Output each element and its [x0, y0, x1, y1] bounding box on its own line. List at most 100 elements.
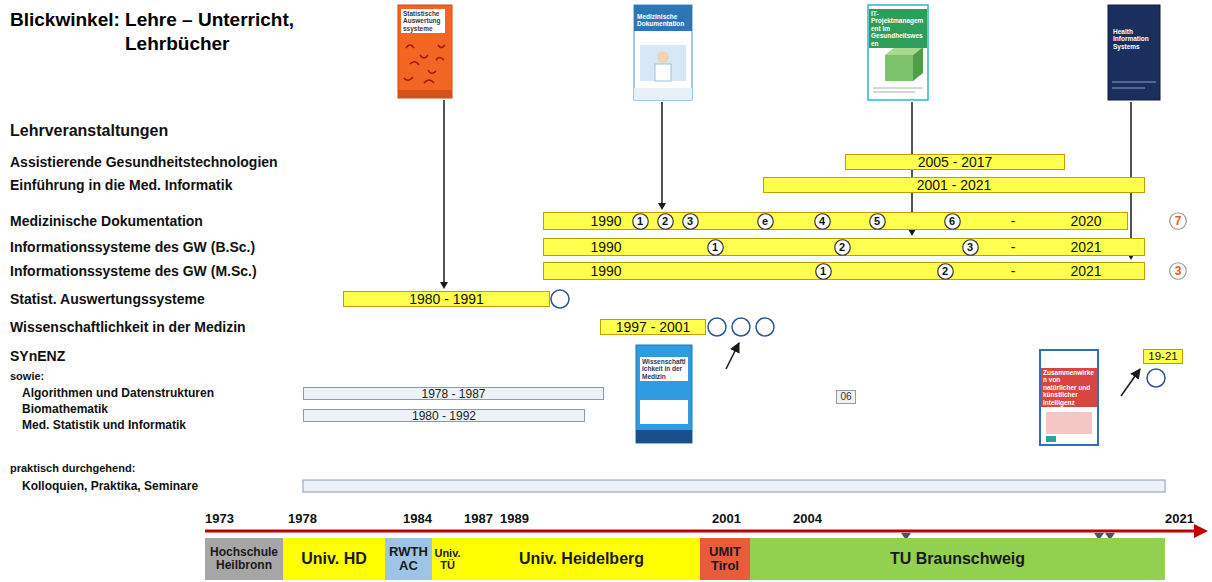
row-label: Informationssysteme des GW (B.Sc.)	[10, 238, 255, 256]
period-box: 19-21	[1143, 349, 1183, 364]
cover-person	[657, 51, 669, 63]
circle-shape	[869, 213, 885, 229]
marker-circle	[1147, 369, 1165, 387]
connector-line	[443, 100, 445, 284]
cover-person	[655, 64, 671, 81]
book-cover	[1108, 5, 1160, 100]
row-label: sowie:	[10, 369, 44, 383]
institution-name: Univ. Heidelberg	[519, 550, 644, 568]
row-label: praktisch durchgehend:	[10, 461, 135, 475]
period-text: -	[1011, 213, 1016, 229]
book-title: Medizinische Dokumentation	[635, 12, 691, 29]
period-bar: 1990-2020123e456	[543, 212, 1128, 230]
edition-circle: 1	[707, 239, 724, 256]
circle-shape	[814, 213, 830, 229]
row-label: Einführung in die Med. Informatik	[10, 176, 232, 194]
cover-panel	[640, 400, 688, 424]
arrow-head	[440, 282, 448, 289]
cover-strip	[636, 430, 692, 443]
book-title: Statistische Auswertungssysteme	[401, 9, 445, 33]
institution-name: UMIT Tirol	[702, 545, 748, 574]
period-text: 2021	[1070, 239, 1101, 255]
edition-number: 3	[687, 216, 693, 227]
edition-number: 7	[1175, 215, 1182, 227]
career-segment: Hochschule Heilbronn	[205, 538, 283, 580]
axis-year: 2004	[793, 511, 822, 527]
circle-shape	[757, 213, 773, 229]
edition-circle: 4	[814, 213, 831, 230]
career-segment: UMIT Tirol	[700, 538, 750, 580]
edition-number: 1	[637, 216, 643, 227]
book-title: Zusammenwirken von natürlicher und künst…	[1041, 368, 1097, 407]
axis-year: 2001	[712, 511, 741, 527]
edition-circle: 5	[869, 213, 886, 230]
cover-image	[1046, 412, 1092, 434]
connector-line	[661, 102, 663, 205]
circle-shape	[944, 213, 960, 229]
period-text: 2021	[1070, 263, 1101, 279]
axis-year: 1984	[403, 511, 432, 527]
row-label: Kolloquien, Praktika, Seminare	[22, 479, 198, 494]
period-text: 1980 - 1992	[412, 410, 476, 422]
axis-year: 1987	[464, 511, 493, 527]
period-text: 2005 - 2017	[918, 155, 993, 169]
circle-shape	[937, 263, 953, 279]
cover-line	[1112, 88, 1145, 89]
axis-year: 1973	[205, 511, 234, 527]
row-label: Biomathematik	[22, 402, 108, 417]
career-segment: Univ. HD	[283, 538, 385, 580]
institution-name: Hochschule Heilbronn	[207, 546, 281, 572]
edition-circle: e	[757, 213, 774, 230]
continuous-bar	[303, 480, 1165, 492]
edition-number: 3	[1175, 265, 1182, 277]
row-label: Statist. Auswertungssysteme	[10, 290, 205, 308]
period-text: -	[1011, 239, 1016, 255]
period-text: -	[1011, 263, 1016, 279]
edition-number: 2	[662, 216, 668, 227]
period-bar: 1990-2021123	[543, 238, 1145, 256]
row-label: Assistierende Gesundheitstechnologien	[10, 153, 278, 171]
year-text: 06	[840, 392, 851, 402]
period-bar: 2001 - 2021	[763, 177, 1145, 193]
institution-name: TU Braunschweig	[890, 550, 1025, 568]
edition-circle: 7	[1169, 212, 1187, 230]
edition-number: 2	[942, 266, 948, 277]
slide-title: Blickwinkel: Lehre – Unterricht, Lehrbüc…	[10, 8, 355, 56]
axis-year: 2021	[1165, 511, 1194, 527]
circle-shape	[815, 263, 831, 279]
edition-number: 1	[712, 242, 718, 253]
period-bar: 1990-202112	[543, 262, 1145, 280]
cover-pattern	[404, 45, 445, 83]
period-text: 1990	[590, 239, 621, 255]
circle-shape	[707, 239, 723, 255]
book-cover	[398, 5, 452, 98]
edition-number: e	[762, 216, 768, 227]
edition-circle: 2	[937, 263, 954, 280]
period-bar: 1980 - 1991	[343, 291, 550, 307]
edition-circle: 6	[944, 213, 961, 230]
arrow-head	[908, 229, 916, 236]
cover-strip	[634, 88, 692, 100]
book-cover: Statistische Auswertungssysteme	[398, 5, 452, 98]
cover-logo	[1046, 436, 1056, 442]
book-cover	[868, 5, 928, 100]
period-text: 1990	[590, 263, 621, 279]
edition-circle: 2	[657, 213, 674, 230]
book-cover: Zusammenwirken von natürlicher und künst…	[1040, 350, 1098, 445]
institution-name: RWTH AC	[387, 545, 430, 574]
edition-circle: 3	[1169, 262, 1187, 280]
row-label: Informationssysteme des GW (M.Sc.)	[10, 262, 257, 280]
period-bar: 1980 - 1992	[303, 409, 585, 422]
book-cover	[636, 345, 692, 443]
period-bar: 1997 - 2001	[600, 319, 706, 335]
edition-circle: 3	[962, 239, 979, 256]
circle-shape	[1170, 263, 1187, 280]
career-segment: Univ. TÜ	[432, 538, 463, 580]
marker-circle	[732, 318, 750, 336]
book-cover: Wissenschaftlichkeit in der Medizin	[636, 345, 692, 443]
book-title: Health Information Systems	[1111, 27, 1157, 51]
year-box: 06	[836, 390, 856, 404]
period-text: 2020	[1070, 213, 1101, 229]
